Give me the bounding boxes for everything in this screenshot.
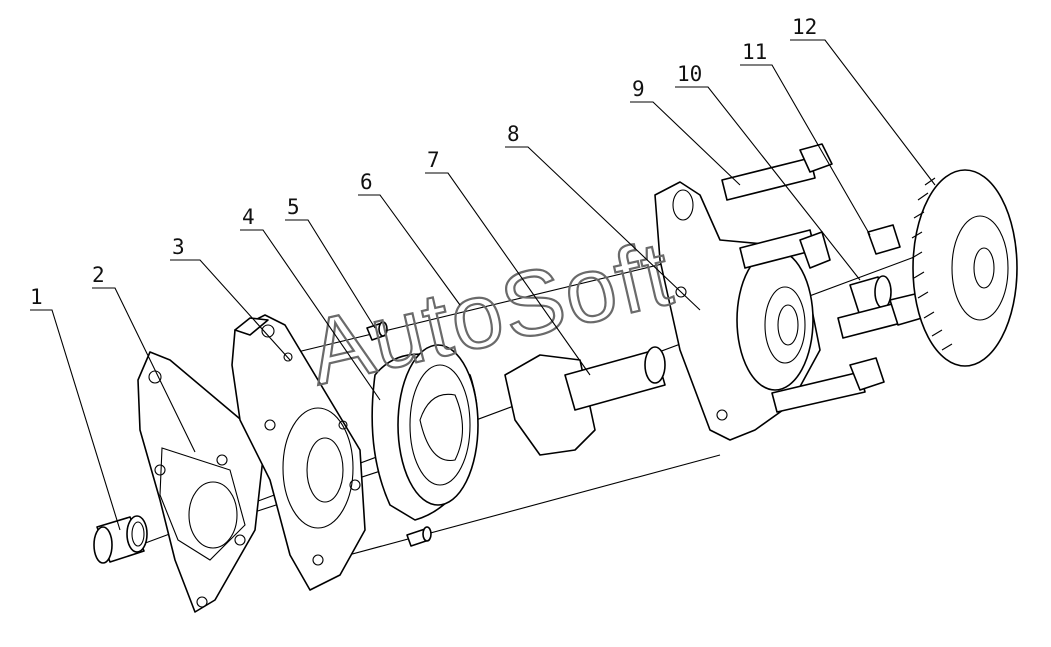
part-10-sleeve — [849, 275, 892, 317]
callout-label: 10 — [677, 62, 702, 86]
part-8-pump-housing — [654, 181, 821, 441]
callout-label: 6 — [360, 170, 373, 194]
part-5-dowel-pin — [366, 321, 432, 547]
part-12-drive-gear — [911, 169, 1018, 367]
part-3-cover-plate — [231, 314, 366, 591]
part-6-outer-rotor — [419, 393, 463, 462]
callout-label: 9 — [632, 77, 645, 101]
callout-label: 7 — [427, 148, 440, 172]
part-7-inner-rotor-shaft — [504, 346, 666, 456]
callout-label: 12 — [792, 15, 817, 39]
callout-label: 3 — [172, 235, 185, 259]
callout-label: 1 — [30, 285, 43, 309]
callout-label: 2 — [92, 263, 105, 287]
part-11-flange-bolt — [837, 224, 923, 339]
callout-label: 4 — [242, 205, 255, 229]
callout-leaders — [30, 39, 936, 531]
callout-label: 11 — [742, 40, 767, 64]
part-9-long-bolt — [721, 143, 885, 413]
callout-label: 5 — [287, 195, 300, 219]
callout-label: 8 — [507, 122, 520, 146]
part-1-bushing — [93, 515, 148, 564]
